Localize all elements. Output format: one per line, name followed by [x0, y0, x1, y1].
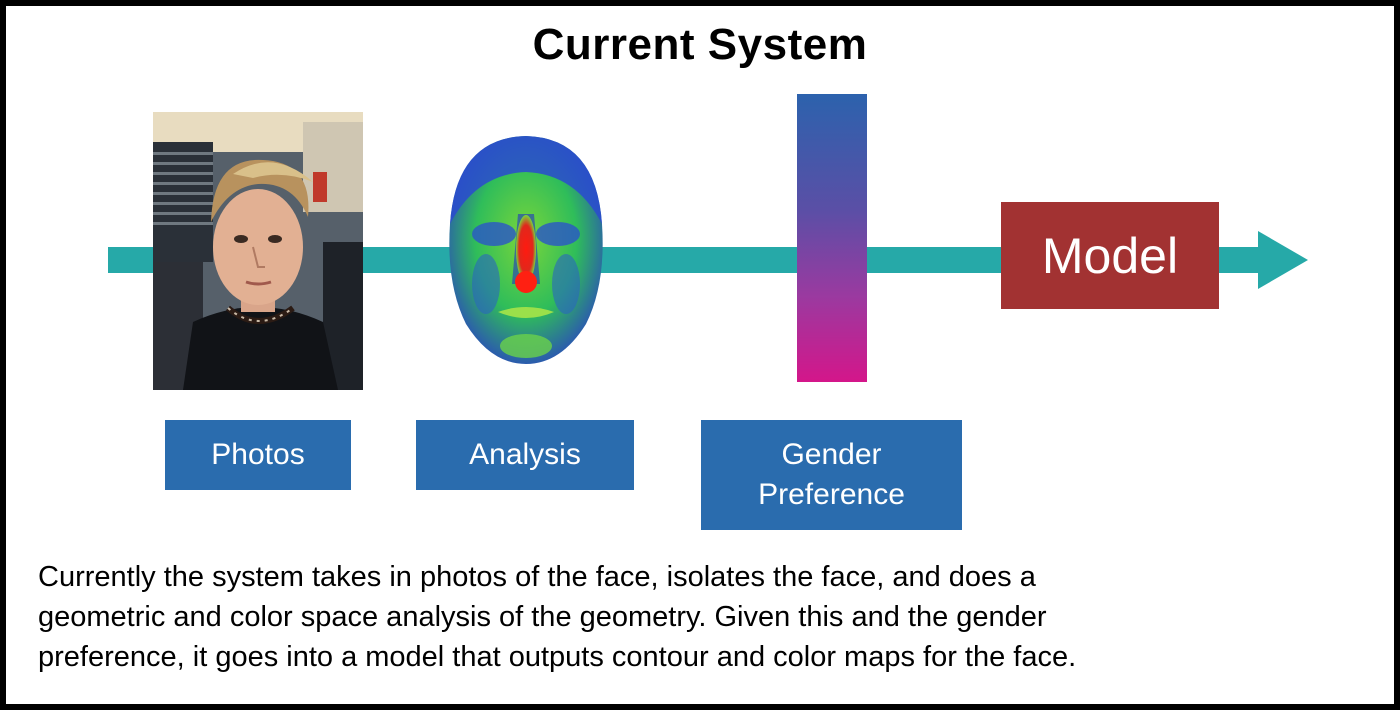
gender-label-line2: Preference: [758, 478, 905, 511]
caption-line-3: preference, it goes into a model that ou…: [38, 641, 1077, 673]
caption-line-2: geometric and color space analysis of th…: [38, 601, 1047, 633]
analysis-label: Analysis: [416, 420, 634, 490]
photos-label: Photos: [165, 420, 351, 490]
caption-line-1: Currently the system takes in photos of …: [38, 561, 1036, 593]
caption: Currently the system takes in photos of …: [38, 557, 1378, 677]
flow-arrow-head: [1258, 231, 1308, 289]
gender-preference-bar: [797, 94, 867, 382]
face-analysis-map: [446, 134, 606, 366]
gender-label-line1: Gender: [781, 438, 882, 471]
diagram-title: Current System: [532, 20, 868, 69]
gender-preference-label: Gender Preference: [701, 420, 962, 530]
model-box: Model: [1001, 202, 1219, 309]
face-photo: [153, 112, 363, 390]
